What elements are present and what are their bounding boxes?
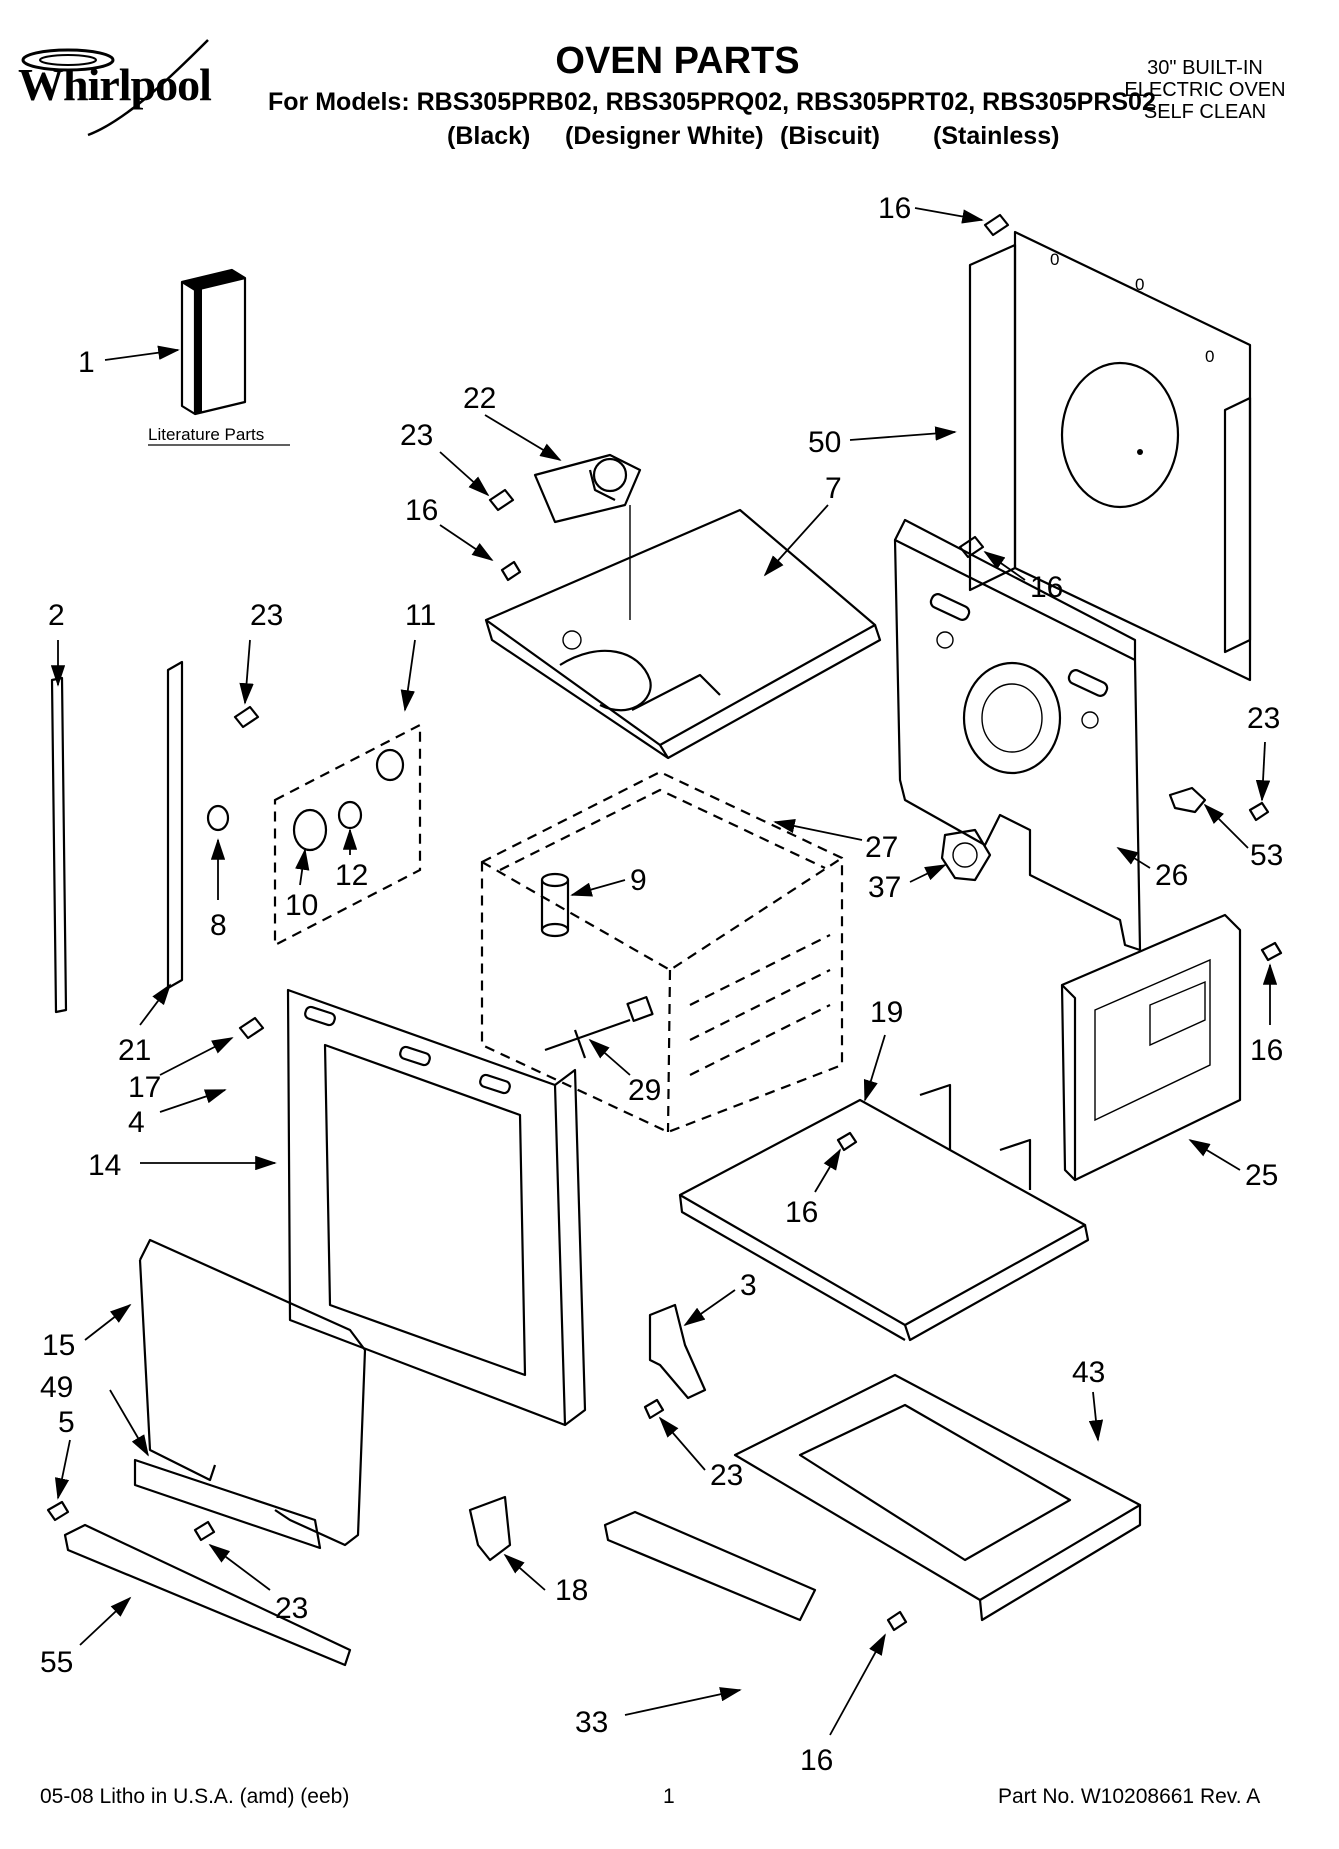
callout-49: 49: [40, 1371, 73, 1404]
callout-53: 53: [1250, 839, 1283, 872]
vent-trim: [63, 1523, 352, 1667]
selector-knob-group: [273, 723, 422, 947]
color-black: (Black): [447, 122, 531, 150]
part-number: Part No. W10208661 Rev. A: [998, 1785, 1261, 1808]
callout-26: 26: [1155, 859, 1188, 892]
callout-10: 10: [285, 889, 318, 922]
color-designer-white: (Designer White): [565, 122, 764, 150]
callout-9: 9: [630, 864, 647, 897]
whirlpool-logo: Whirlpool: [18, 39, 212, 137]
callout-5: 5: [58, 1406, 75, 1439]
bottom-cover: [678, 1083, 1090, 1342]
rear-panel: 0 0 0: [968, 230, 1252, 682]
callout-16-top: 16: [878, 192, 911, 225]
callout-29: 29: [628, 1074, 661, 1107]
svg-text:0: 0: [1050, 250, 1059, 269]
callout-17: 17: [128, 1071, 161, 1104]
door-lock-motor: [533, 453, 642, 620]
door-bottom-trim: [133, 1458, 322, 1550]
callout-16-shield: 16: [1250, 1034, 1283, 1067]
callout-3: 3: [740, 1269, 757, 1302]
screw-icons: [46, 213, 1283, 1632]
callout-21: 21: [118, 1034, 151, 1067]
callout-16-bottom: 16: [800, 1744, 833, 1777]
callout-23-left: 23: [250, 599, 283, 632]
light-socket: [540, 872, 570, 938]
callout-43: 43: [1072, 1356, 1105, 1389]
page-number: 1: [663, 1785, 675, 1808]
oven-cavity: [480, 770, 844, 1134]
blower-side-panel: [893, 518, 1142, 952]
callout-16-top-panel: 16: [405, 494, 438, 527]
callout-23-right: 23: [1247, 702, 1280, 735]
callout-7: 7: [825, 472, 842, 505]
footer-litho: 05-08 Litho in U.S.A. (amd) (eeb): [40, 1785, 350, 1808]
mounting-clip: [1168, 786, 1207, 814]
callout-12: 12: [335, 859, 368, 892]
callout-4: 4: [128, 1106, 145, 1139]
color-biscuit: (Biscuit): [780, 122, 880, 150]
callout-8: 8: [210, 909, 227, 942]
hinge-bracket: [648, 1303, 707, 1400]
door-gasket: [138, 1238, 367, 1547]
lower-trim: [603, 1510, 817, 1622]
callout-25: 25: [1245, 1159, 1278, 1192]
logo-swirl: [21, 39, 209, 137]
literature-label: Literature Parts: [148, 425, 264, 444]
callout-11: 11: [405, 599, 436, 632]
callout-23-top: 23: [400, 419, 433, 452]
callout-23-bottom: 23: [710, 1459, 743, 1492]
bottom-pan: [733, 1373, 1142, 1622]
callout-23-door: 23: [275, 1592, 308, 1625]
side-shield: [1060, 913, 1242, 1182]
oven-sensor: [544, 996, 654, 1059]
callout-14: 14: [88, 1149, 121, 1182]
callout-37: 37: [868, 871, 901, 904]
callouts: 1 2 3 4 5 7 8 9 10 11 12 14 15 16 16 16 …: [40, 192, 1283, 1777]
page-title: OVEN PARTS: [555, 40, 800, 82]
callout-18: 18: [555, 1574, 588, 1607]
callout-27: 27: [865, 831, 898, 864]
callout-16-side: 16: [1030, 571, 1063, 604]
thermal-fuse: [940, 828, 992, 882]
front-frame: [286, 988, 587, 1427]
callout-33: 33: [575, 1706, 608, 1739]
spec-line: ELECTRIC OVEN: [1124, 79, 1286, 101]
callout-55: 55: [40, 1646, 73, 1679]
callout-50: 50: [808, 426, 841, 459]
color-stainless: (Stainless): [933, 122, 1060, 150]
side-gasket: [50, 676, 68, 1014]
callout-2: 2: [48, 599, 65, 632]
svg-text:0: 0: [1135, 275, 1144, 294]
door-latch-bracket: [468, 1495, 512, 1562]
models-line: For Models: RBS305PRB02, RBS305PRQ02, RB…: [268, 88, 1156, 116]
callout-15: 15: [42, 1329, 75, 1362]
callout-19: 19: [870, 996, 903, 1029]
oven-spec: 30" BUILT-IN ELECTRIC OVEN SELF CLEAN: [1100, 57, 1310, 123]
spec-line: 30" BUILT-IN: [1147, 57, 1263, 79]
svg-text:0: 0: [1205, 347, 1214, 366]
side-trim: [166, 660, 184, 990]
literature-booklet: [180, 268, 247, 416]
spec-line: SELF CLEAN: [1143, 101, 1267, 123]
grommet: [206, 804, 230, 832]
callout-22: 22: [463, 382, 496, 415]
callout-1: 1: [78, 346, 95, 379]
top-panel: [484, 508, 882, 760]
callout-16-cover: 16: [785, 1196, 818, 1229]
